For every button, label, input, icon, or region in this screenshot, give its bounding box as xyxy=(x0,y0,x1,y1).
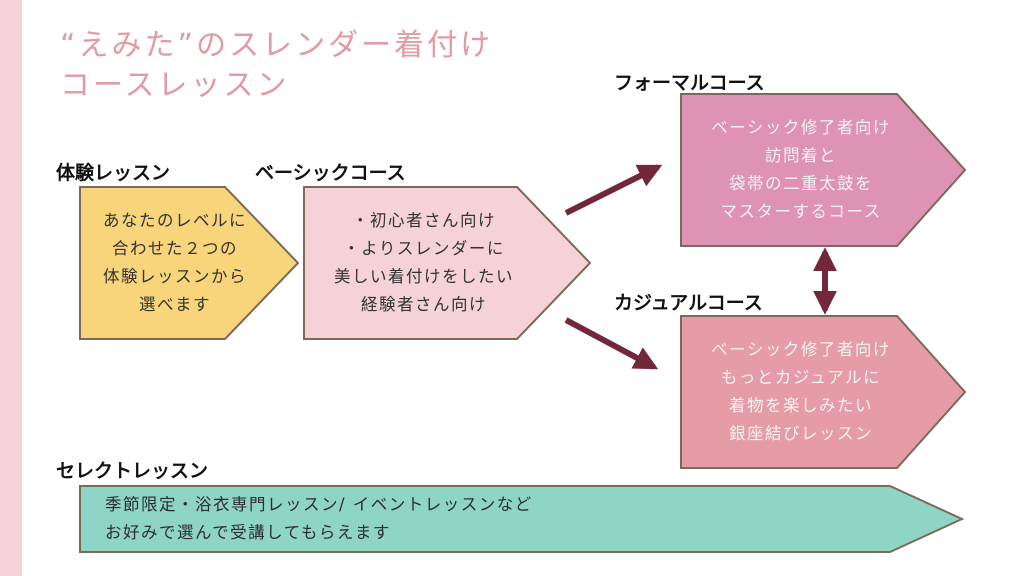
formal-line: 袋帯の二重太鼓を xyxy=(729,174,873,193)
casual-line: ベーシック修了者向け xyxy=(711,340,891,359)
basic-description: ・初心者さん向け ・よりスレンダーに 美しい着付けをしたい 経験者さん向け xyxy=(304,195,544,331)
arrow-basic-to-casual xyxy=(564,317,659,370)
basic-line: 経験者さん向け xyxy=(361,295,487,314)
trial-line: 合わせた２つの xyxy=(112,239,238,258)
basic-line: ・初心者さん向け xyxy=(352,211,496,230)
trial-line: あなたのレベルに xyxy=(103,211,247,230)
casual-heading: カジュアルコース xyxy=(614,292,763,314)
left-accent-strip xyxy=(0,0,22,576)
casual-line: 銀座結びレッスン xyxy=(729,424,873,443)
basic-heading: ベーシックコース xyxy=(255,162,406,184)
formal-line: マスターするコース xyxy=(720,202,882,221)
casual-description: ベーシック修了者向け もっとカジュアルに 着物を楽しみたい 銀座結びレッスン xyxy=(681,324,921,460)
select-line: お好みで選んで受講してもらえます xyxy=(105,523,391,542)
trial-line: 体験レッスンから xyxy=(103,267,247,286)
formal-description: ベーシック修了者向け 訪問着と 袋帯の二重太鼓を マスターするコース xyxy=(681,102,921,238)
trial-description: あなたのレベルに 合わせた２つの 体験レッスンから 選べます xyxy=(80,195,270,331)
basic-box xyxy=(303,186,592,340)
casual-line: もっとカジュアルに xyxy=(720,368,882,387)
select-box xyxy=(79,485,965,553)
formal-heading: フォーマルコース xyxy=(614,72,765,94)
arrow-basic-to-formal xyxy=(564,164,663,216)
page-title-line1: “えみた”のスレンダー着付け xyxy=(60,28,494,63)
casual-line: 着物を楽しみたい xyxy=(729,396,873,415)
page-title-line2: コースレッスン xyxy=(60,68,290,103)
casual-box xyxy=(680,315,967,469)
trial-heading: 体験レッスン xyxy=(56,162,171,184)
select-line: 季節限定・浴衣専門レッスン/ イベントレッスンなど xyxy=(105,495,533,514)
trial-box xyxy=(79,186,300,340)
basic-line: ・よりスレンダーに xyxy=(343,239,505,258)
select-heading: セレクトレッスン xyxy=(56,460,209,482)
formal-line: ベーシック修了者向け xyxy=(711,118,891,137)
trial-line: 選べます xyxy=(139,295,211,314)
formal-box xyxy=(680,93,967,247)
formal-line: 訪問着と xyxy=(765,146,837,165)
select-description: 季節限定・浴衣専門レッスン/ イベントレッスンなど お好みで選んで受講してもらえ… xyxy=(105,491,785,547)
basic-line: 美しい着付けをしたい xyxy=(334,267,514,286)
